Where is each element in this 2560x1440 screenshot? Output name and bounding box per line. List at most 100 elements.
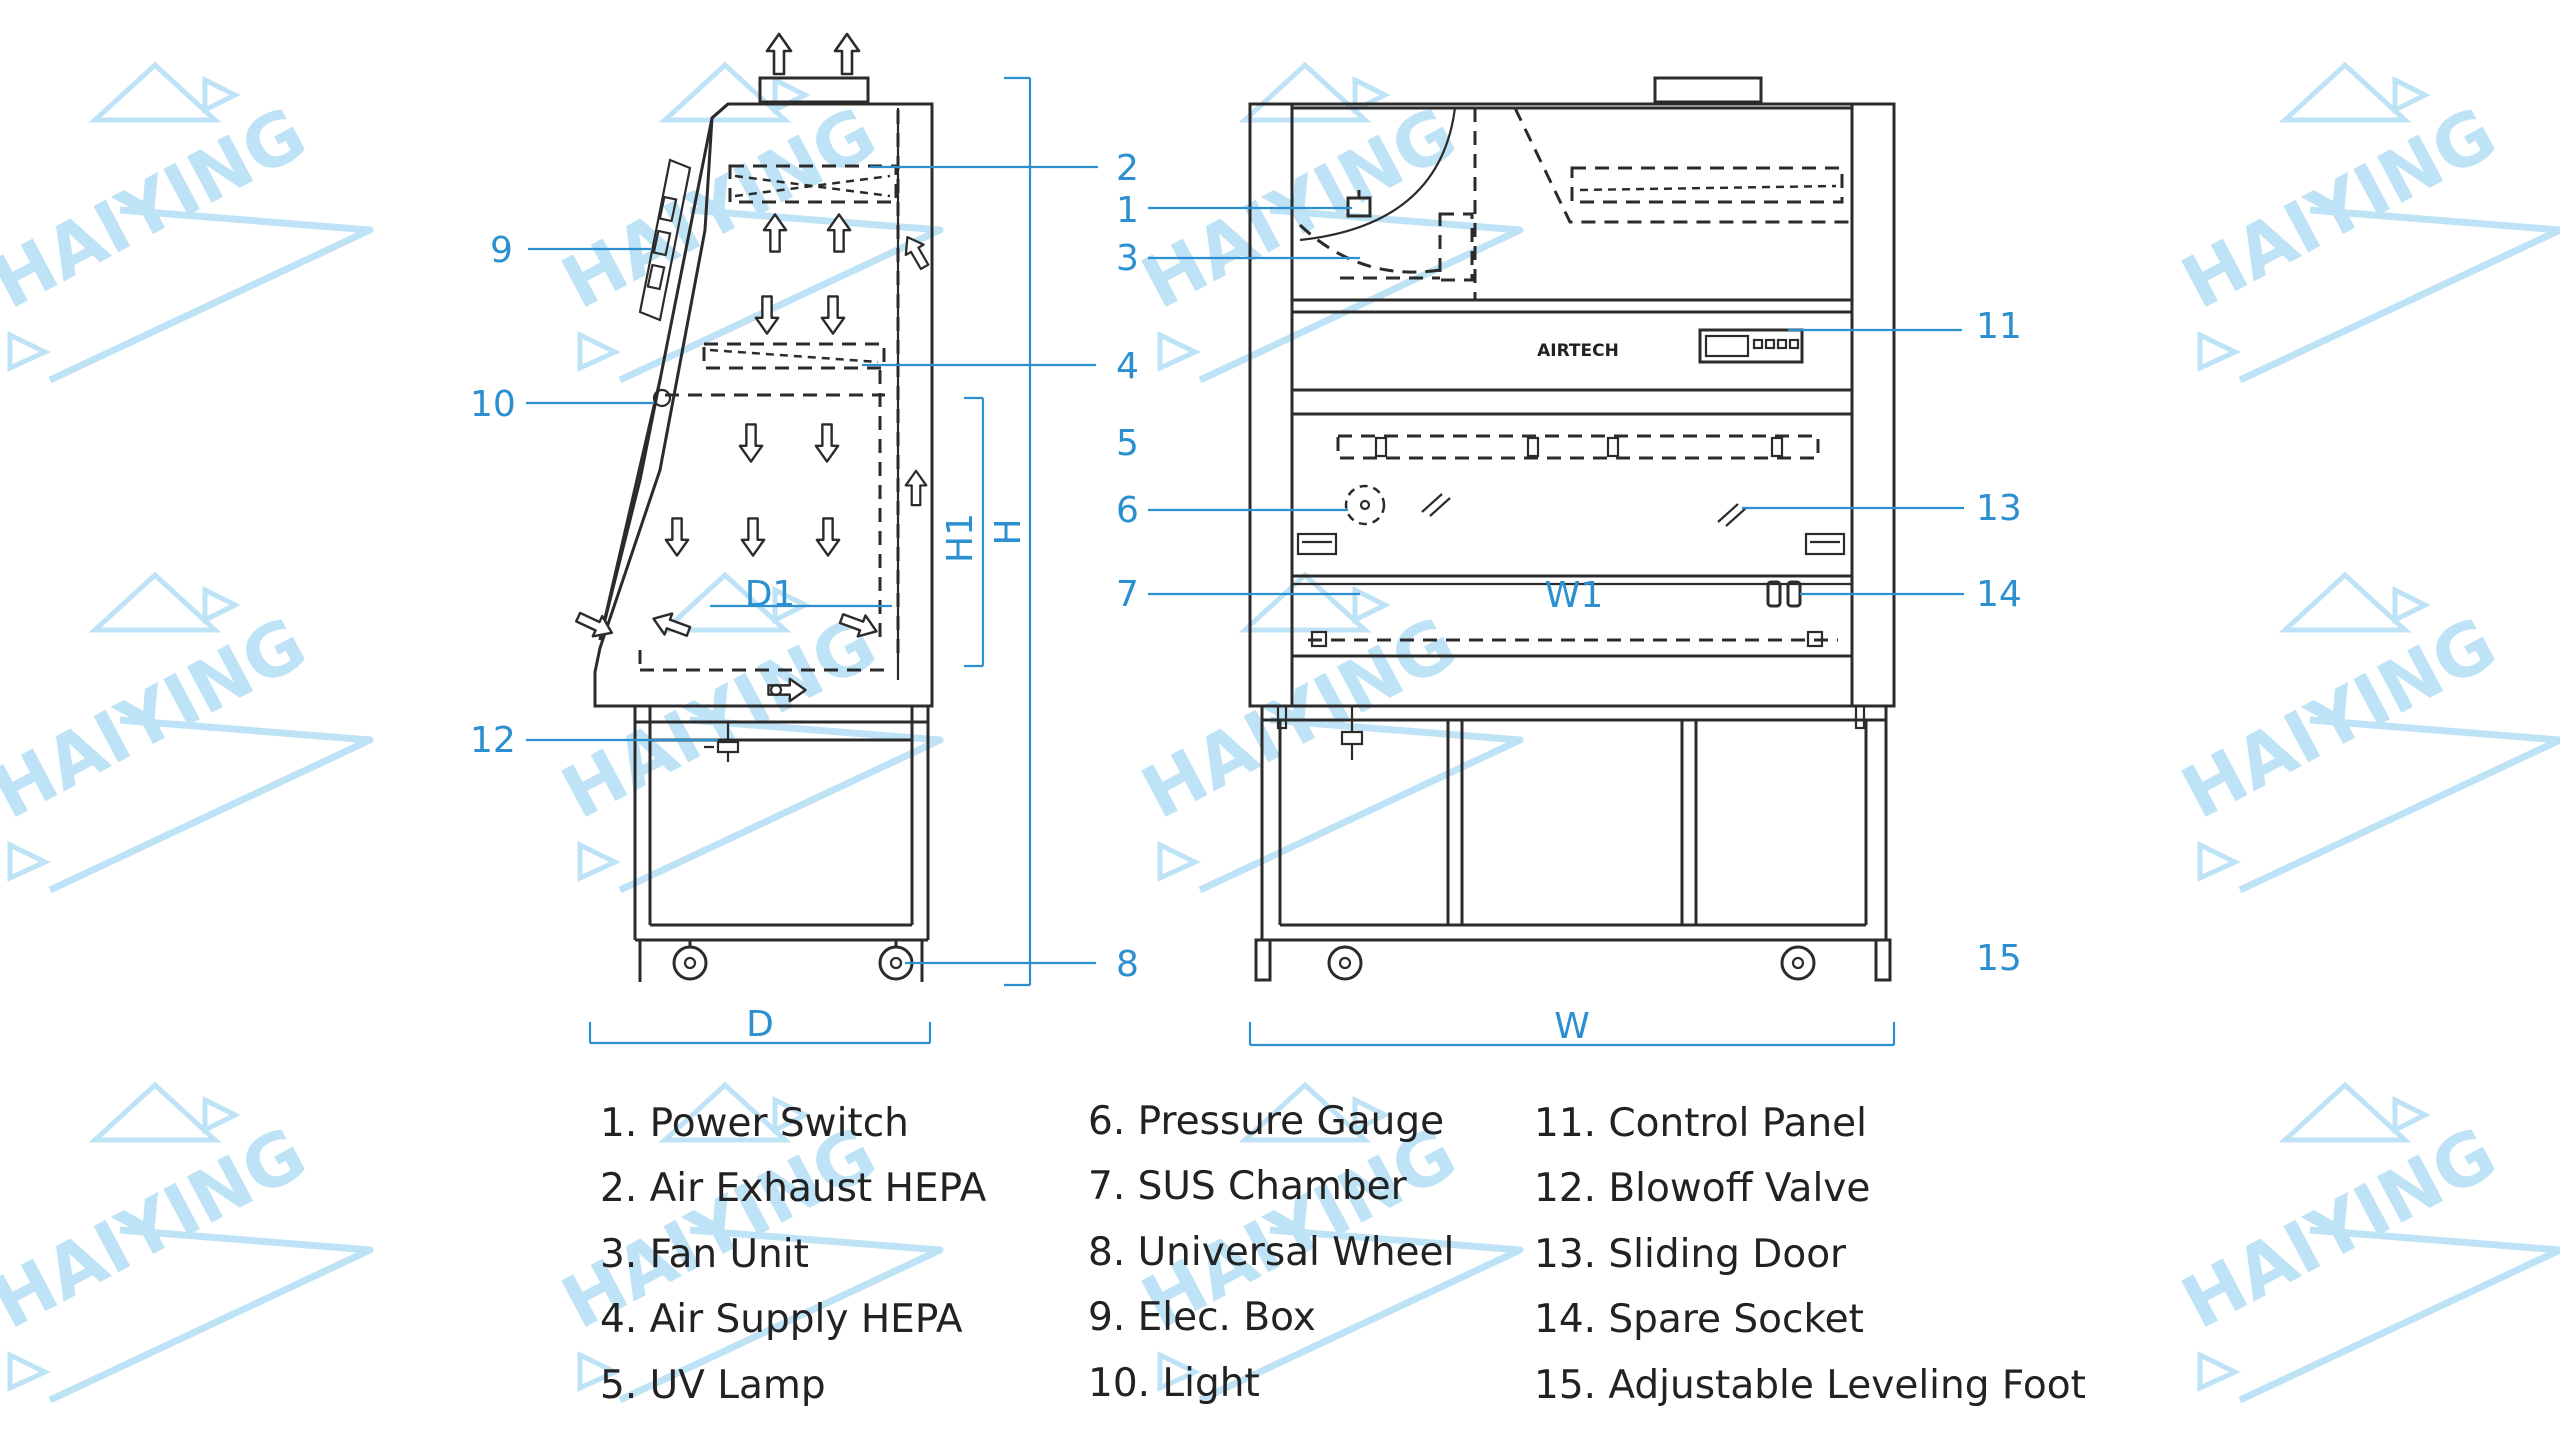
watermark-text: HAIYING <box>2169 601 2510 835</box>
blowoff-valve-icon <box>704 722 740 762</box>
legend-item: 5. UV Lamp <box>600 1363 826 1408</box>
sliding-door-sash <box>1290 388 1854 578</box>
legend-item: 3. Fan Unit <box>600 1232 809 1277</box>
airflow-down-arrow-icon <box>814 423 840 463</box>
legend-item: 7. SUS Chamber <box>1088 1164 1408 1209</box>
brand-label: AIRTECH <box>1537 341 1619 361</box>
blowoff-valve-front-icon <box>1340 706 1364 760</box>
elec-box-detail <box>658 195 678 223</box>
legend: 1. Power Switch 2. Air Exhaust HEPA 3. F… <box>600 1099 2086 1408</box>
watermark-text: HAIYING <box>2169 1111 2510 1345</box>
fan-motor-dashed <box>1438 212 1474 282</box>
fan-unit-dashed <box>1298 223 1442 278</box>
legend-item: 1. Power Switch <box>600 1101 909 1146</box>
leveling-foot-icon <box>1874 938 1892 982</box>
glass-glare-icon <box>1725 507 1747 527</box>
filter-hatch <box>734 174 891 198</box>
sash-handle-right <box>1804 532 1846 556</box>
side-view: H H1 D D1 2 1 3 4 5 6 7 8 9 10 12 <box>470 32 1139 1045</box>
airflow-down-arrow-icon <box>820 295 846 335</box>
dimension-h <box>1004 76 1032 987</box>
caster-hub <box>1338 956 1352 970</box>
watermark-logo: HAIYING <box>2169 1085 2560 1400</box>
legend-item: 15. Adjustable Leveling Foot <box>1534 1363 2086 1408</box>
dim-label-d: D <box>746 1004 774 1045</box>
caster-wheel-icon <box>1780 945 1816 981</box>
lamp-holder <box>1374 436 1388 458</box>
airflow-down-arrow-icon <box>738 423 764 463</box>
elec-box-detail <box>652 229 672 257</box>
watermark-text: HAIYING <box>0 1111 319 1345</box>
legend-item: 9. Elec. Box <box>1088 1295 1316 1340</box>
callout-14: 14 <box>1976 574 2022 615</box>
glass-glare-icon <box>1421 493 1443 513</box>
control-key <box>1752 338 1764 350</box>
callout-10: 10 <box>470 384 516 425</box>
callout-1: 1 <box>1116 190 1139 231</box>
watermark-logo: HAIYING <box>549 65 940 380</box>
spare-socket-icon <box>1786 580 1802 608</box>
control-key <box>1788 338 1800 350</box>
fan-housing-curve <box>1299 107 1457 242</box>
watermark-logo: HAIYING <box>1129 65 1520 380</box>
callout-7: 7 <box>1116 574 1139 615</box>
dim-label-d1: D1 <box>745 574 796 615</box>
sash-handle-left <box>1296 532 1338 556</box>
control-key <box>1764 338 1776 350</box>
uv-lamp-dashed <box>1336 434 1820 460</box>
legend-column-3: 11. Control Panel 12. Blowoff Valve 13. … <box>1534 1101 2086 1408</box>
filter-hatch <box>709 348 879 364</box>
pressure-gauge-icon <box>1344 484 1386 526</box>
leveling-foot-stub <box>1854 704 1866 730</box>
airflow-up-arrow-icon <box>904 469 928 507</box>
exhaust-outlet-front <box>1653 76 1763 104</box>
exhaust-hepa-front <box>1570 166 1844 204</box>
legend-item: 13. Sliding Door <box>1534 1232 1847 1277</box>
glass-glare-icon <box>1429 497 1451 517</box>
callout-12: 12 <box>470 720 516 761</box>
lamp-holder <box>1606 436 1620 458</box>
callout-4: 4 <box>1116 346 1139 387</box>
dim-label-w1: W1 <box>1545 575 1604 616</box>
legend-item: 10. Light <box>1088 1361 1260 1406</box>
airflow-up-arrow-icon <box>765 32 793 76</box>
leveling-foot-stub <box>1276 704 1288 730</box>
callout-13: 13 <box>1976 488 2022 529</box>
airflow-up-arrow-icon <box>833 32 861 76</box>
legend-item: 14. Spare Socket <box>1534 1297 1864 1342</box>
spare-socket-icon <box>1766 580 1782 608</box>
panel-band-top <box>1290 298 1854 314</box>
drain-point <box>769 683 783 697</box>
watermark-text: HAIYING <box>2169 91 2510 325</box>
caster-hub <box>1791 956 1805 970</box>
front-view: AIRTECH <box>1148 76 2022 1047</box>
dim-label-h: H <box>988 518 1029 545</box>
legend-item: 2. Air Exhaust HEPA <box>600 1166 987 1211</box>
caster-wheel-icon <box>1327 945 1363 981</box>
callout-3: 3 <box>1116 238 1139 279</box>
exhaust-outlet <box>758 76 870 104</box>
control-display <box>1704 334 1750 358</box>
exhaust-plenum-dashed <box>1513 107 1852 224</box>
pressure-gauge-needle <box>1359 499 1371 511</box>
elec-box-detail <box>646 263 666 291</box>
watermark-logo: HAIYING <box>2169 65 2560 380</box>
callout-11: 11 <box>1976 306 2022 347</box>
filter-hatch <box>1579 184 1837 192</box>
callout-9: 9 <box>490 230 513 271</box>
dim-label-w: W <box>1554 1006 1590 1047</box>
airflow-down-arrow-icon <box>740 517 766 557</box>
airflow-down-arrow-icon <box>815 517 841 557</box>
light-icon <box>652 388 672 408</box>
tray-clip <box>1310 630 1328 648</box>
legend-item: 11. Control Panel <box>1534 1101 1867 1146</box>
watermark-logo: HAIYING <box>2169 575 2560 890</box>
control-panel <box>1698 328 1804 364</box>
legend-item: 8. Universal Wheel <box>1088 1230 1454 1275</box>
legend-item: 4. Air Supply HEPA <box>600 1297 963 1342</box>
watermark-logo: HAIYING <box>0 65 370 380</box>
exhaust-hepa-filter <box>728 164 898 204</box>
cabinet-side-outline <box>593 102 934 708</box>
supply-hepa-filter <box>702 342 886 370</box>
